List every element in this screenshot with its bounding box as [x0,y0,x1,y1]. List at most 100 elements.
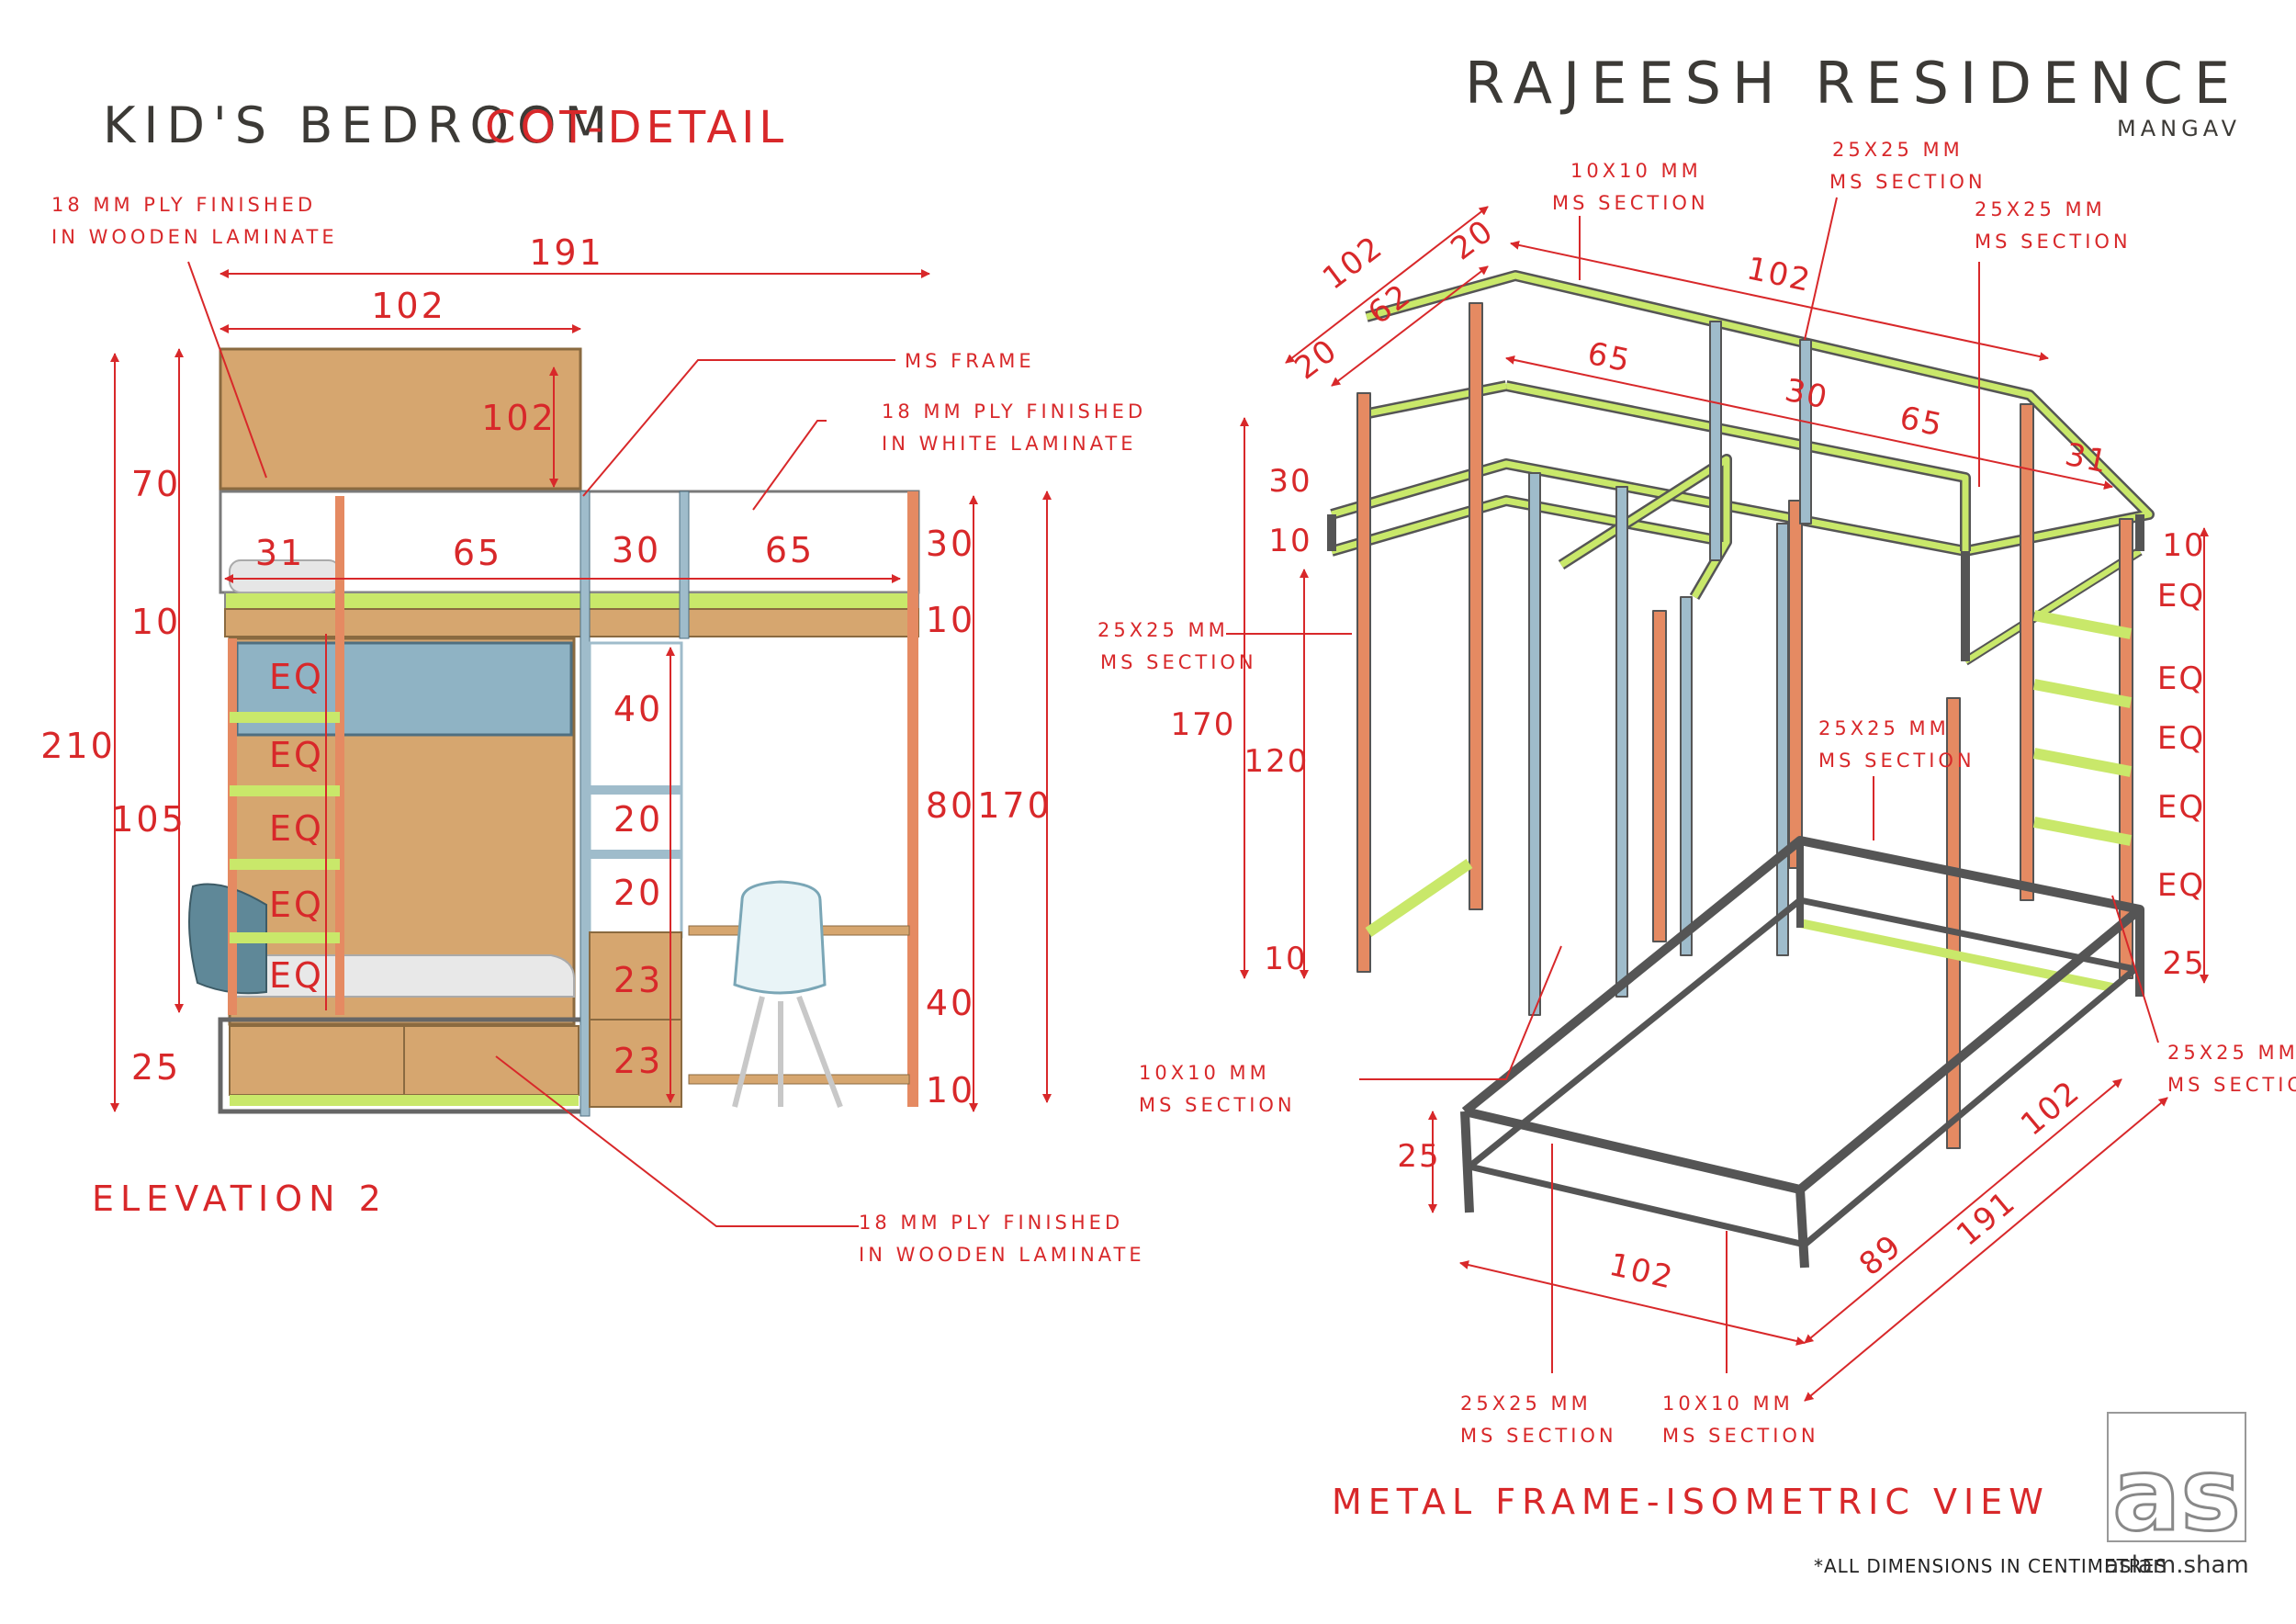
ladder-rung-3 [230,859,340,870]
logo-box [2107,1412,2246,1542]
iso-dim-mid-31: 31 [2062,436,2112,481]
dim-right-80: 80 [926,785,975,826]
elevation-dimensions [110,261,1052,1227]
top-deck [224,592,919,610]
dim-seg-65a: 65 [453,533,502,573]
iso-dim-eq-3: EQ [2157,720,2205,757]
dim-drawer-23a: 23 [613,960,663,1000]
iso-note-10x10-bot-l1: 10X10 MM [1662,1393,1794,1415]
desk-post [907,491,918,1107]
iso-dim-b-25: 25 [1397,1138,1440,1175]
iso-blue-post-2 [1615,486,1628,998]
ladder-right-rail [335,496,344,1015]
dim-eq-5: EQ [269,955,324,996]
iso-dim-top-102b: 102 [1743,250,1815,299]
iso-post-1 [1356,392,1371,973]
iso-dim-r-25: 25 [2162,945,2205,982]
ms-frame-post-2 [679,491,690,639]
iso-dim-eq-2: EQ [2157,660,2205,697]
iso-post-3 [1652,610,1667,942]
lower-mattress [229,954,575,998]
drawer-left [229,1025,405,1096]
bottom-lime-strip [230,1095,579,1106]
brand-logo: as [2112,1436,2241,1553]
dim-left-210: 210 [40,726,116,766]
iso-blue-post-5 [1680,596,1693,956]
desk-bottom [688,1074,910,1085]
iso-post-6 [2020,403,2034,901]
iso-note-25x25-left-l2: MS SECTION [1100,651,1257,673]
iso-dimensions [1226,197,2209,1402]
ladder-left-rail [228,638,237,1015]
ladder-rung-4 [230,932,340,943]
iso-note-25x25-br-l1: 25X25 MM [2167,1042,2296,1064]
iso-note-25x25-bot-l2: MS SECTION [1460,1425,1617,1447]
iso-dim-l-170: 170 [1171,706,1236,743]
dim-eq-3: EQ [269,808,324,849]
iso-dim-r-10: 10 [2162,527,2205,564]
iso-note-10x10-left-l2: MS SECTION [1139,1094,1296,1116]
note-ply-bottom-l1: 18 MM PLY FINISHED [859,1212,1123,1234]
dim-ladder-20a: 20 [613,799,663,840]
iso-note-25x25-br-l2: MS SECTION [2167,1074,2296,1096]
iso-note-25x25-left-l1: 25X25 MM [1097,619,1229,641]
headboard-panel [219,347,582,491]
top-rail-front [1504,380,1971,551]
stair-step-1 [590,785,681,795]
dim-seg-31: 31 [255,533,305,573]
iso-dim-b-102r: 102 [2014,1073,2088,1143]
dim-right-10b: 10 [926,1070,975,1111]
iso-note-25x25-mid-l2: MS SECTION [1818,750,1975,772]
iso-bottom-lime-left [1365,859,1473,937]
iso-view-title: METAL FRAME-ISOMETRIC VIEW [1332,1482,2050,1522]
dim-ladder-20b: 20 [613,873,663,913]
iso-note-25x25-right-l1: 25X25 MM [1975,198,2106,220]
elevation-view-title: ELEVATION 2 [92,1179,388,1219]
dim-ladder-40: 40 [613,689,663,729]
dim-bed-width: 102 [371,286,446,326]
iso-note-25x25-top-l2: MS SECTION [1829,171,1986,193]
sheet-subtitle: COT-DETAIL [485,102,788,153]
iso-rung-4 [2032,817,2133,846]
dim-overall-width: 191 [529,232,604,273]
top-deck-base [224,608,919,637]
iso-note-25x25-bot-l1: 25X25 MM [1460,1393,1592,1415]
iso-note-10x10-top-l1: 10X10 MM [1570,160,1702,182]
dim-left-105: 105 [111,799,186,840]
iso-blue-post-6 [1776,523,1789,956]
note-ply-bottom-l2: IN WOODEN LAMINATE [859,1244,1145,1266]
iso-note-10x10-top-l2: MS SECTION [1552,192,1709,214]
dim-eq-2: EQ [269,735,324,775]
dim-headboard-height: 102 [481,398,557,438]
project-location: MANGAV [2117,116,2241,141]
dim-right-10: 10 [926,600,975,640]
dim-left-10: 10 [131,602,181,642]
iso-blue-post-4 [1799,339,1812,524]
dim-drawer-23b: 23 [613,1041,663,1081]
project-name: RAJEESH RESIDENCE [1465,50,2241,117]
brand-name: aslam.sham [2104,1551,2249,1579]
ladder-rung-1 [230,712,340,723]
drawer-right [403,1025,580,1096]
dim-right-170: 170 [977,785,1052,826]
note-ms-frame: MS FRAME [905,350,1035,372]
iso-dim-l-10: 10 [1268,523,1311,559]
note-ply-top-l2: IN WOODEN LAMINATE [51,226,338,248]
iso-dim-eq-4: EQ [2157,789,2205,826]
dim-right-30: 30 [926,524,975,564]
iso-rung-2 [2032,679,2133,708]
iso-dim-mid-65b: 65 [1896,400,1947,445]
iso-note-25x25-top-l1: 25X25 MM [1832,139,1964,161]
iso-dim-eq-1: EQ [2157,578,2205,615]
study-chair-legs [732,995,843,1109]
dim-eq-4: EQ [269,885,324,925]
iso-blue-post-3 [1709,321,1722,561]
dim-right-40: 40 [926,983,975,1023]
iso-dim-mid-30: 30 [1782,372,1832,417]
iso-note-10x10-left-l1: 10X10 MM [1139,1062,1270,1084]
iso-dim-b-191: 191 [1950,1183,2023,1253]
iso-dim-mid-65a: 65 [1584,335,1635,380]
iso-dim-eq-5: EQ [2157,867,2205,904]
dim-seg-30: 30 [612,530,661,570]
study-chair [733,880,827,995]
